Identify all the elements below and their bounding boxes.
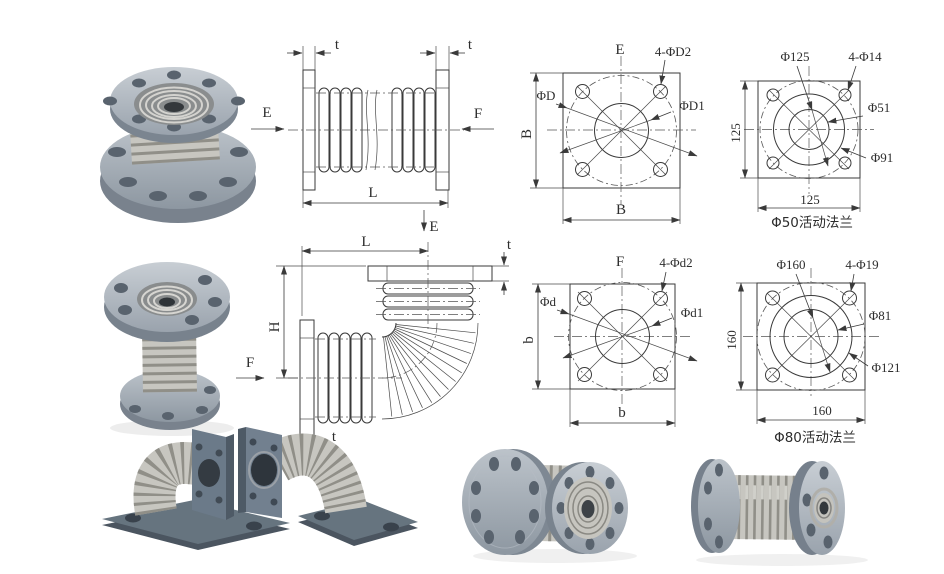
- label-bolt-holes-14: 4-Φ14: [848, 49, 882, 64]
- dim-label-elbow-length: L: [361, 234, 370, 250]
- dim-label-b-bottom: b: [618, 405, 626, 421]
- photo-straight-joint-three-quarter: [462, 449, 637, 563]
- view-label-f: F: [474, 106, 482, 122]
- caption-dn80-floating-flange: Φ80活动法兰: [774, 430, 856, 446]
- label-raised-face-121: Φ121: [871, 360, 900, 375]
- section-label-e: E: [429, 219, 438, 235]
- drawing-flange-dn80: Φ160 4-Φ19 Φ81 Φ121 160 160 Φ80活动法兰: [724, 257, 901, 446]
- caption-dn50-floating-flange: Φ50活动法兰: [771, 215, 853, 231]
- label-bolt-holes-19: 4-Φ19: [845, 257, 878, 272]
- drawing-flange-dn50: Φ125 4-Φ14 Φ51 Φ91 125 125 Φ50活动法兰: [728, 49, 893, 231]
- photo-elbow-square-flange-left: [102, 429, 290, 550]
- drawing-elbow-joint: L t H F t: [236, 234, 512, 452]
- dim-label-b-side: b: [521, 336, 537, 344]
- label-bolt-circle-125: Φ125: [780, 49, 809, 64]
- dim-label-125-bottom: 125: [800, 192, 820, 207]
- view-label-e: E: [262, 105, 271, 121]
- label-bolt-circle-160: Φ160: [776, 257, 805, 272]
- drawing-flange-view-e: E 4-ΦD2 ΦD ΦD1 B B: [519, 42, 705, 224]
- label-bore-dia-D1: ΦD1: [679, 98, 704, 113]
- dim-label-160-side: 160: [724, 330, 739, 350]
- dim-label-elbow-t-top: t: [507, 237, 512, 253]
- label-bore-dia-d1: Φd1: [681, 305, 704, 320]
- dim-label-t-right: t: [468, 37, 473, 53]
- dim-label-t-left: t: [335, 37, 340, 53]
- photo-elbow-square-flange-right: [238, 427, 418, 546]
- dim-label-elbow-height: H: [267, 321, 283, 332]
- label-bore-81: Φ81: [869, 308, 892, 323]
- dim-label-elbow-t-bottom: t: [332, 429, 337, 445]
- drawing-straight-joint-side-view: t t E F L E: [251, 37, 494, 235]
- drawing-flange-view-f: F 4-Φd2 Φd Φd1 b b: [521, 254, 703, 427]
- dim-label-B-bottom: B: [616, 202, 626, 218]
- dim-label-160-bottom: 160: [812, 403, 832, 418]
- label-raised-face-91: Φ91: [871, 150, 894, 165]
- photo-straight-joint-tilted: [100, 67, 256, 223]
- photo-vertical-joint: [104, 262, 234, 436]
- label-bolt-holes-D2: 4-ΦD2: [655, 44, 691, 59]
- view-title-e: E: [615, 42, 624, 58]
- dim-label-B-side: B: [519, 129, 535, 139]
- photo-horizontal-joint: [691, 459, 868, 566]
- label-bolt-holes-d2: 4-Φd2: [659, 255, 692, 270]
- label-bore-51: Φ51: [868, 100, 891, 115]
- view-title-f: F: [616, 254, 624, 270]
- dim-label-length: L: [368, 185, 377, 201]
- dim-label-125-side: 125: [728, 123, 743, 143]
- label-outer-dia-D: ΦD: [537, 88, 556, 103]
- view-label-elbow-f: F: [246, 355, 254, 371]
- label-outer-dia-d: Φd: [540, 294, 557, 309]
